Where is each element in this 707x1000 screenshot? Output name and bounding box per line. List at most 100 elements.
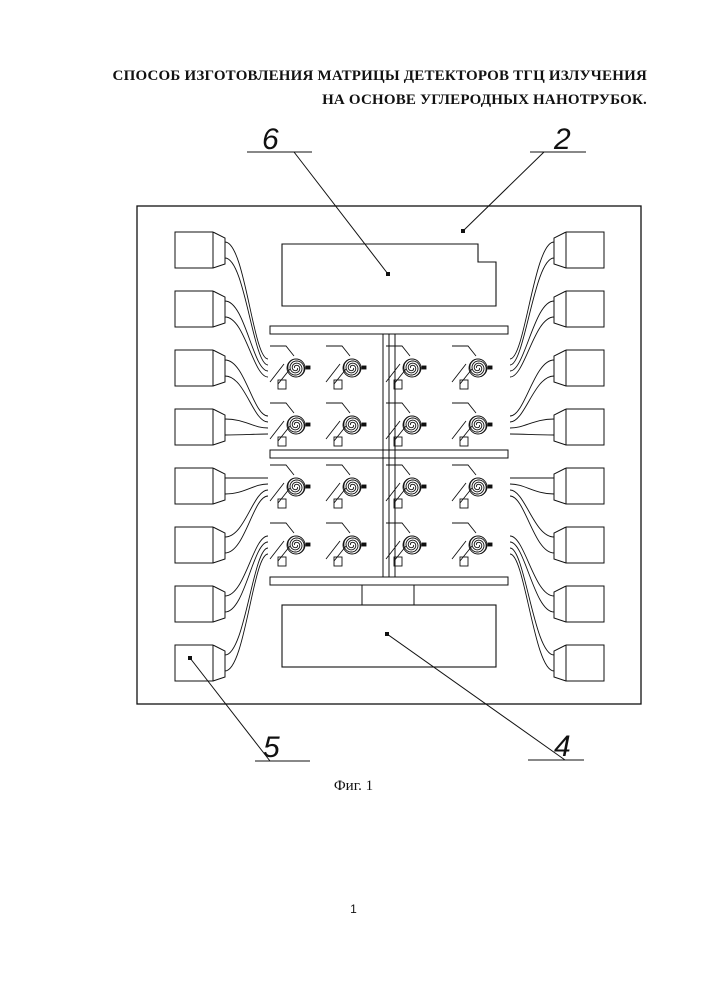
trace-left [225,542,268,612]
detector-pad [278,437,286,446]
detector-contact [488,485,492,488]
trace-right [510,490,554,537]
detector-lead [452,403,476,413]
trace-left [225,434,268,435]
trace-left [225,376,268,422]
detector-contact [362,366,366,369]
trace-right [510,360,554,416]
detector-cell [452,403,492,446]
detector-cell [452,523,492,566]
contact-pad-right [554,468,604,504]
detector-cell [326,465,366,508]
page-number: 1 [0,902,707,916]
contact-pad-left [175,527,225,563]
detector-lead [386,465,410,475]
contact-pad-right [554,409,604,445]
callout-6: 6 [262,123,279,156]
trace-left [225,258,268,365]
detector-contact [362,543,366,546]
trace-right [510,542,554,612]
contact-pad-right [554,645,604,681]
detector-contact [306,423,310,426]
detector-cell [386,465,426,508]
detector-lead [452,465,476,475]
detector-lead [326,523,350,533]
detector-cell [270,346,310,389]
detector-pad [334,499,342,508]
contact-pad-right [554,350,604,386]
detector-contact [362,423,366,426]
detector-pad [334,557,342,566]
trace-right [510,242,554,359]
trace-left [225,490,268,537]
contact-pad-left [175,232,225,268]
trace-right [510,258,554,365]
trace-right [510,548,554,655]
trace-right [510,434,554,435]
trace-right [510,376,554,422]
detector-contact [422,366,426,369]
detector-lead [270,523,294,533]
detector-lead [452,346,476,356]
detector-cell [270,403,310,446]
detector-pad [278,557,286,566]
detector-cell [270,465,310,508]
contact-pad-right [554,586,604,622]
detector-cell [270,523,310,566]
detector-lead [326,346,350,356]
detector-cell [326,523,366,566]
contact-pad-right [554,527,604,563]
contact-pad-left [175,409,225,445]
contact-pad-left [175,468,225,504]
detector-cell [452,346,492,389]
detector-lead [270,346,294,356]
trace-left [225,548,268,655]
detector-cell [326,403,366,446]
callout-4: 4 [554,730,571,763]
detector-cell [326,346,366,389]
bottom-connector [362,585,414,605]
detector-contact [362,485,366,488]
detector-lead [452,523,476,533]
detector-lead [386,403,410,413]
trace-right [510,536,554,596]
detector-pad [460,437,468,446]
contact-pad-left [175,645,225,681]
trace-right [510,496,554,553]
figure-caption: Фиг. 1 [0,778,707,795]
trace-left [225,536,268,596]
contact-pad-right [554,291,604,327]
detector-array [270,346,492,566]
trace-right [510,554,554,671]
bus-bar-top [270,326,508,334]
detector-pad [460,380,468,389]
detector-lead [270,403,294,413]
detector-contact [306,366,310,369]
detector-pad [334,380,342,389]
detector-pad [334,437,342,446]
detector-cell [386,346,426,389]
trace-left [225,554,268,671]
trace-left [225,317,268,377]
detector-cell [386,403,426,446]
detector-pad [460,499,468,508]
bus-bar-bottom [270,577,508,585]
detector-cell [452,465,492,508]
trace-left [225,496,268,553]
detector-lead [326,465,350,475]
contact-pad-left [175,350,225,386]
detector-contact [488,543,492,546]
trace-right [510,317,554,377]
detector-pad [460,557,468,566]
detector-cell [386,523,426,566]
detector-lead [386,346,410,356]
detector-contact [488,423,492,426]
detector-contact [488,366,492,369]
detector-contact [306,543,310,546]
contact-pad-right [554,232,604,268]
detector-pad [278,380,286,389]
detector-lead [270,465,294,475]
trace-left [225,242,268,359]
trace-right [510,301,554,371]
